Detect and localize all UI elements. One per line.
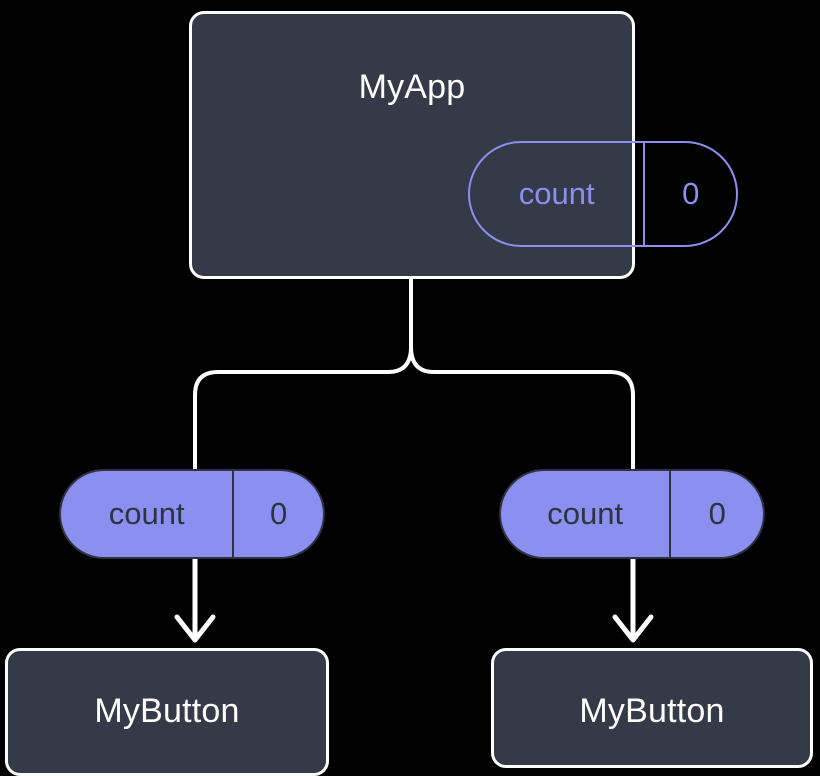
connector-branch-left [193, 345, 413, 472]
component-node-mybutton-left[interactable]: MyButton [5, 648, 329, 776]
arrow-head-left-icon [174, 614, 216, 643]
state-pill-key: count [108, 496, 185, 531]
state-pill-child-right-count[interactable]: count 0 [499, 469, 765, 559]
component-node-mybutton-right[interactable]: MyButton [491, 648, 813, 768]
state-pill-myapp-count[interactable]: count 0 [468, 141, 738, 247]
arrow-head-right-icon [612, 614, 654, 643]
state-pill-value: 0 [232, 471, 323, 557]
component-title-mybutton: MyButton [94, 692, 240, 730]
connector-branch-right [409, 345, 635, 472]
component-title-myapp: MyApp [358, 68, 466, 106]
component-title-mybutton: MyButton [579, 692, 725, 730]
state-pill-key: count [547, 496, 624, 531]
state-pill-value: 0 [669, 471, 763, 557]
component-node-myapp[interactable]: MyApp count 0 [189, 11, 738, 279]
state-pill-value: 0 [643, 143, 736, 245]
state-pill-child-left-count[interactable]: count 0 [59, 469, 325, 559]
state-pill-key: count [518, 176, 595, 211]
